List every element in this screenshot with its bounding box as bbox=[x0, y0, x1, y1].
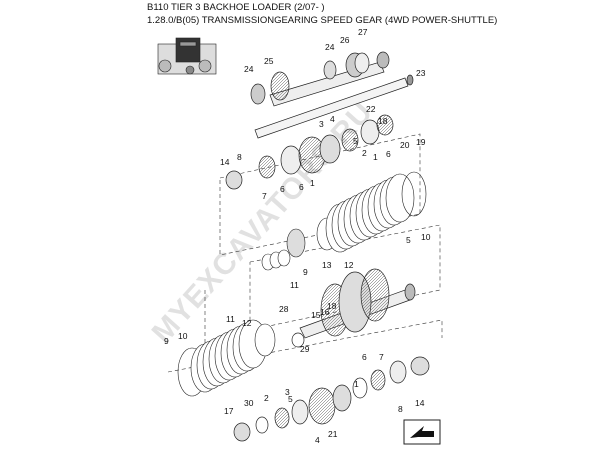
callout-4: 4 bbox=[315, 435, 320, 445]
callout-3: 3 bbox=[319, 119, 324, 129]
page-title: B110 TIER 3 BACKHOE LOADER (2/07- ) bbox=[147, 2, 325, 13]
callout-1: 1 bbox=[310, 178, 315, 188]
callout-18: 18 bbox=[378, 116, 388, 126]
callout-24: 24 bbox=[244, 64, 254, 74]
callout-1: 1 bbox=[373, 152, 378, 162]
callout-23: 23 bbox=[416, 68, 426, 78]
callout-8: 8 bbox=[398, 404, 403, 414]
callout-12: 12 bbox=[242, 318, 252, 328]
callout-4: 4 bbox=[330, 114, 335, 124]
middle-gear-cluster bbox=[225, 114, 394, 190]
callout-11: 11 bbox=[226, 314, 235, 324]
callout-2: 2 bbox=[362, 148, 367, 158]
callout-14: 14 bbox=[220, 157, 230, 167]
callout-5: 5 bbox=[353, 136, 358, 146]
callout-2: 2 bbox=[264, 393, 269, 403]
callout-25: 25 bbox=[264, 56, 274, 66]
callout-5: 5 bbox=[406, 235, 411, 245]
callout-10: 10 bbox=[421, 232, 431, 242]
callout-5: 5 bbox=[288, 394, 293, 404]
callout-6: 6 bbox=[362, 352, 367, 362]
callout-6: 6 bbox=[299, 182, 304, 192]
callout-16: 16 bbox=[320, 307, 330, 317]
callout-17: 17 bbox=[224, 406, 234, 416]
callout-6: 6 bbox=[386, 149, 391, 159]
callout-29: 29 bbox=[300, 344, 310, 354]
callout-27: 27 bbox=[358, 27, 368, 37]
callout-3: 3 bbox=[285, 387, 290, 397]
machine-thumbnail bbox=[157, 37, 217, 75]
page-subtitle: 1.28.0/B(05) TRANSMISSIONGEARING SPEED G… bbox=[147, 15, 498, 26]
callout-18: 18 bbox=[327, 301, 337, 311]
callout-7: 7 bbox=[379, 352, 384, 362]
clutch-drum bbox=[291, 268, 416, 348]
callout-11: 11 bbox=[290, 280, 299, 290]
callout-10: 10 bbox=[178, 331, 188, 341]
callout-30: 30 bbox=[244, 398, 254, 408]
lower-gear-cluster bbox=[233, 356, 430, 442]
upper-shaft-assembly bbox=[250, 51, 414, 139]
callout-12: 12 bbox=[344, 260, 354, 270]
next-page-arrow-icon[interactable] bbox=[403, 419, 441, 445]
clutch-pack-lower bbox=[177, 319, 276, 397]
callout-20: 20 bbox=[400, 140, 410, 150]
callout-7: 7 bbox=[262, 191, 267, 201]
callout-24: 24 bbox=[325, 42, 335, 52]
callout-19: 19 bbox=[416, 137, 426, 147]
callout-13: 13 bbox=[322, 260, 332, 270]
callout-8: 8 bbox=[237, 152, 242, 162]
callout-6: 6 bbox=[280, 184, 285, 194]
callout-21: 21 bbox=[328, 429, 338, 439]
callout-26: 26 bbox=[340, 35, 350, 45]
callout-1: 1 bbox=[354, 379, 359, 389]
callout-9: 9 bbox=[164, 336, 169, 346]
clutch-pack-upper bbox=[261, 171, 427, 271]
callout-9: 9 bbox=[303, 267, 308, 277]
callout-14: 14 bbox=[415, 398, 425, 408]
callout-15: 15 bbox=[311, 310, 321, 320]
callout-28: 28 bbox=[279, 304, 289, 314]
callout-22: 22 bbox=[366, 104, 376, 114]
